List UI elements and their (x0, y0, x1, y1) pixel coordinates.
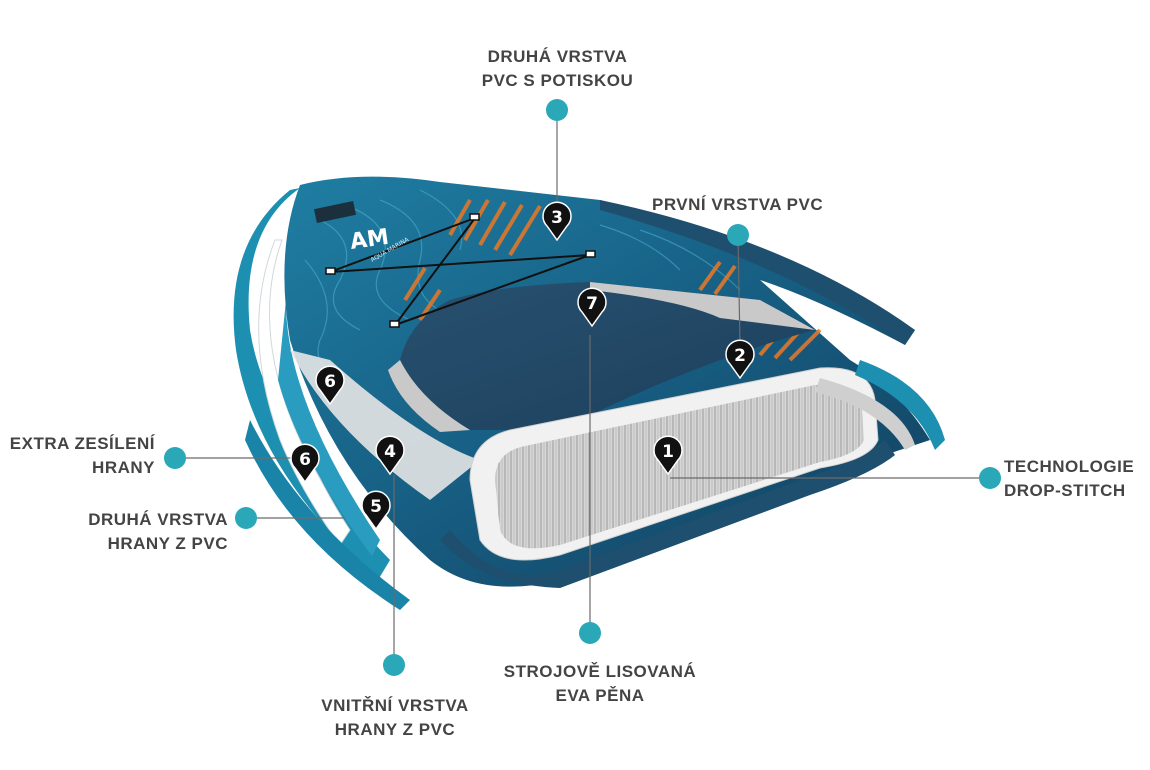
rail-swoosh-right (855, 360, 945, 450)
svg-text:1: 1 (662, 442, 674, 462)
callout-dot-3 (546, 99, 568, 121)
bungee-cords (329, 217, 591, 326)
svg-text:7: 7 (586, 294, 598, 314)
svg-text:2: 2 (734, 346, 746, 366)
callout-label-6a: EXTRA ZESÍLENÍ HRANY (0, 432, 155, 480)
callout-dot-2 (727, 224, 749, 246)
pin-5: 5 (361, 490, 391, 531)
callout-label-3-line2: PVC S POTISKOU (481, 71, 634, 90)
callout-label-7: STROJOVĚ LISOVANÁ EVA PĚNA (490, 660, 710, 708)
board-print-pattern (304, 189, 741, 381)
callout-label-1-line2: DROP-STITCH (1004, 481, 1126, 500)
callout-dots (164, 99, 1001, 676)
callout-label-4-line2: HRANY Z PVC (334, 720, 456, 739)
pin-6a: 6 (290, 443, 320, 484)
callout-label-5-line2: HRANY Z PVC (107, 534, 228, 553)
callout-label-1: TECHNOLOGIE DROP-STITCH (1004, 455, 1134, 503)
callout-dot-7 (579, 622, 601, 644)
callout-label-7-line1: STROJOVĚ LISOVANÁ (503, 662, 697, 681)
pin-6b: 6 (315, 365, 345, 406)
rail-swoosh-right-grey (815, 378, 915, 450)
callout-label-4: VNITŘNÍ VRSTVA HRANY Z PVC (300, 694, 490, 742)
svg-text:5: 5 (370, 497, 382, 517)
callout-label-5-line1: DRUHÁ VRSTVA (88, 510, 228, 529)
callout-label-4-line1: VNITŘNÍ VRSTVA (321, 696, 469, 715)
pin-4: 4 (375, 435, 405, 476)
svg-text:6: 6 (299, 450, 311, 470)
svg-text:4: 4 (384, 442, 396, 462)
drop-stitch-core (495, 384, 864, 549)
callout-label-3-line1: DRUHÁ VRSTVA (487, 47, 628, 66)
callout-dot-4 (383, 654, 405, 676)
callout-label-2-line1: PRVNÍ VRSTVA PVC (652, 195, 824, 214)
callout-label-6a-line1: EXTRA ZESÍLENÍ (9, 434, 155, 453)
callout-label-6a-line2: HRANY (92, 458, 155, 477)
rail-swoosh-top (600, 200, 915, 345)
svg-text:AM: AM (348, 225, 390, 255)
sup-board-illustration: AM AQUA MARINA (233, 176, 945, 610)
leader-lines (175, 110, 990, 662)
rail-layer-inner (278, 300, 380, 556)
callout-label-5: DRUHÁ VRSTVA HRANY Z PVC (40, 508, 228, 556)
svg-text:6: 6 (324, 372, 336, 392)
callout-label-7-line2: EVA PĚNA (555, 686, 645, 705)
leader-line-2 (737, 234, 741, 346)
callout-label-2: PRVNÍ VRSTVA PVC (652, 193, 823, 217)
eva-deck-pad-grey-rear (590, 282, 815, 330)
eva-deck-pad (400, 282, 815, 430)
pin-1: 1 (653, 435, 683, 476)
bungee-anchors (325, 213, 596, 328)
pin-2: 2 (725, 339, 755, 380)
svg-text:3: 3 (551, 208, 563, 228)
callout-dot-1 (979, 467, 1001, 489)
eva-deck-pad-grey-front (388, 360, 470, 432)
callout-dot-5 (235, 507, 257, 529)
callout-label-3: DRUHÁ VRSTVA PVC S POTISKOU (460, 45, 655, 93)
pin-7: 7 (577, 287, 607, 328)
pin-3: 3 (542, 201, 572, 242)
callout-dot-6a (164, 447, 186, 469)
callout-label-1-line1: TECHNOLOGIE (1004, 457, 1135, 476)
